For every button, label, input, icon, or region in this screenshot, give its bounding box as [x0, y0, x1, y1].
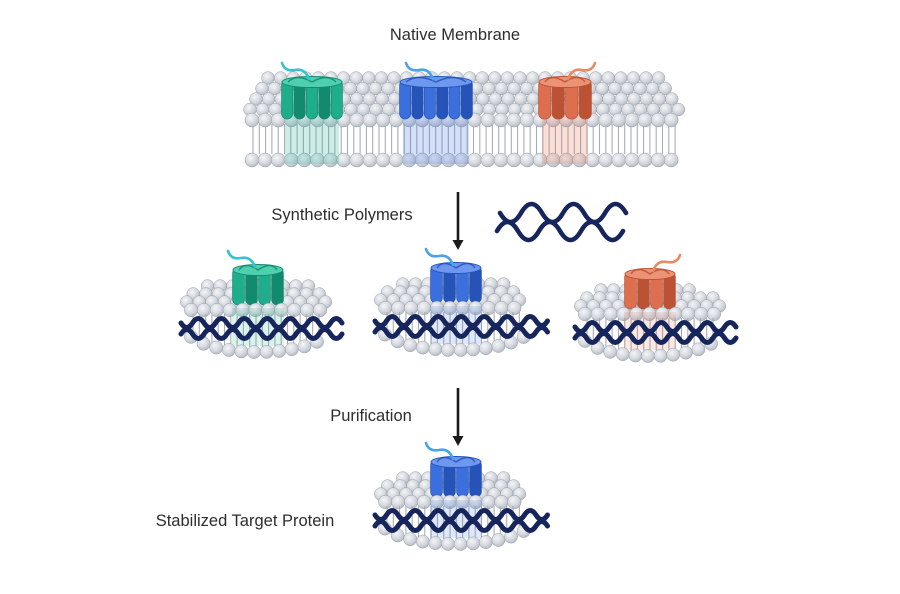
- membrane-protein: [424, 441, 482, 498]
- synthetic-polymers-label: Synthetic Polymers: [271, 206, 412, 224]
- membrane-protein: [226, 249, 284, 306]
- membrane-protein: [280, 61, 343, 120]
- purification-label: Purification: [330, 407, 412, 425]
- nanodisc-orange: [572, 253, 739, 363]
- downward-arrow-2: [452, 388, 464, 446]
- membrane-protein: [424, 247, 482, 304]
- polymer-squiggles: [494, 201, 629, 243]
- native-membrane-label: Native Membrane: [390, 26, 520, 44]
- stabilized-target-protein-label: Stabilized Target Protein: [156, 512, 335, 530]
- membrane-protein: [399, 61, 473, 120]
- downward-arrow-1: [452, 192, 464, 250]
- nanodisc-blue: [372, 247, 550, 357]
- membrane-protein: [624, 253, 682, 310]
- native-membrane-illustration: [243, 61, 686, 168]
- nanodisc-target: [372, 441, 550, 551]
- membrane-protein: [538, 61, 597, 120]
- nanodisc-green: [178, 249, 345, 359]
